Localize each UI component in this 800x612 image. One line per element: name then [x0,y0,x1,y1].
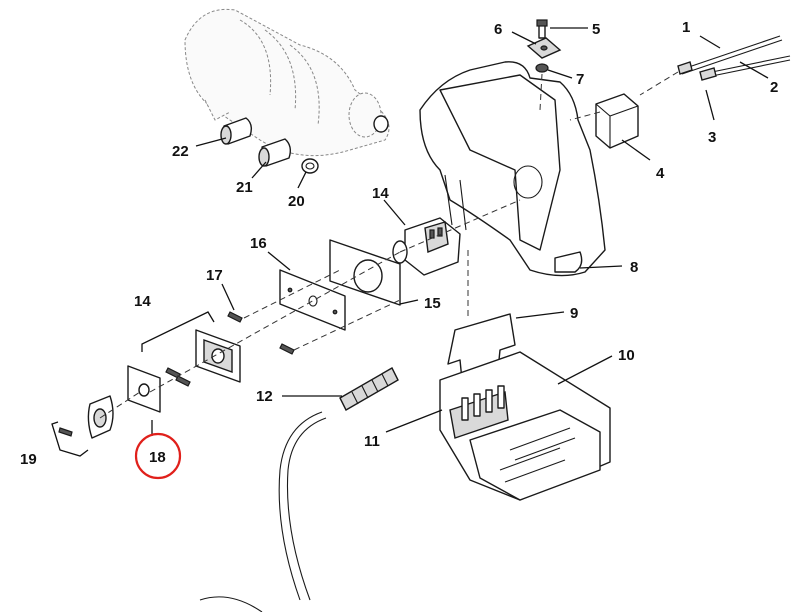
plate-18 [127,365,161,413]
ring-20 [301,158,319,174]
screw-17 [165,311,295,387]
callout-8: 8 [630,259,638,276]
callout-14-left: 14 [134,293,151,310]
plate-16 [279,269,346,331]
highlight-circle [134,432,182,480]
bolt-5 [536,19,548,39]
relay-box [569,93,639,149]
callout-20: 20 [288,193,305,210]
callout-1: 1 [682,19,690,36]
bushing-22 [220,117,253,145]
callout-22: 22 [172,143,189,160]
base-tray [439,351,611,501]
callout-10: 10 [618,347,635,364]
power-cord [199,411,327,612]
callout-5: 5 [592,21,600,38]
plate-15 [329,239,401,306]
callout-12: 12 [256,388,273,405]
nut-7 [535,63,549,73]
callout-4: 4 [656,165,665,182]
knob-19 [58,395,114,439]
callout-7: 7 [576,71,584,88]
callout-3: 3 [708,129,716,146]
rotary-switch [392,217,461,276]
callout-17: 17 [206,267,223,284]
switch-bezel [195,329,241,383]
callout-21: 21 [236,179,253,196]
leader-lines [51,27,769,457]
assembly-dash-lines [99,199,521,419]
callout-15: 15 [424,295,441,312]
callout-14-top: 14 [372,185,389,202]
callout-labels: 1 2 3 4 5 6 7 8 9 10 11 12 14 14 15 16 1… [20,19,778,468]
callout-2: 2 [770,79,778,96]
callout-18: 18 [149,449,166,466]
motor-assembly [184,8,390,157]
clamp-6 [526,37,562,59]
housing-bracket [419,61,606,277]
callout-11: 11 [364,433,380,450]
callout-19: 19 [20,451,37,468]
callout-6: 6 [494,21,502,38]
wire-leads [639,35,791,96]
callout-16: 16 [250,235,267,252]
grommet-12 [339,367,399,411]
bushing-21 [258,138,292,167]
callout-9: 9 [570,305,578,322]
